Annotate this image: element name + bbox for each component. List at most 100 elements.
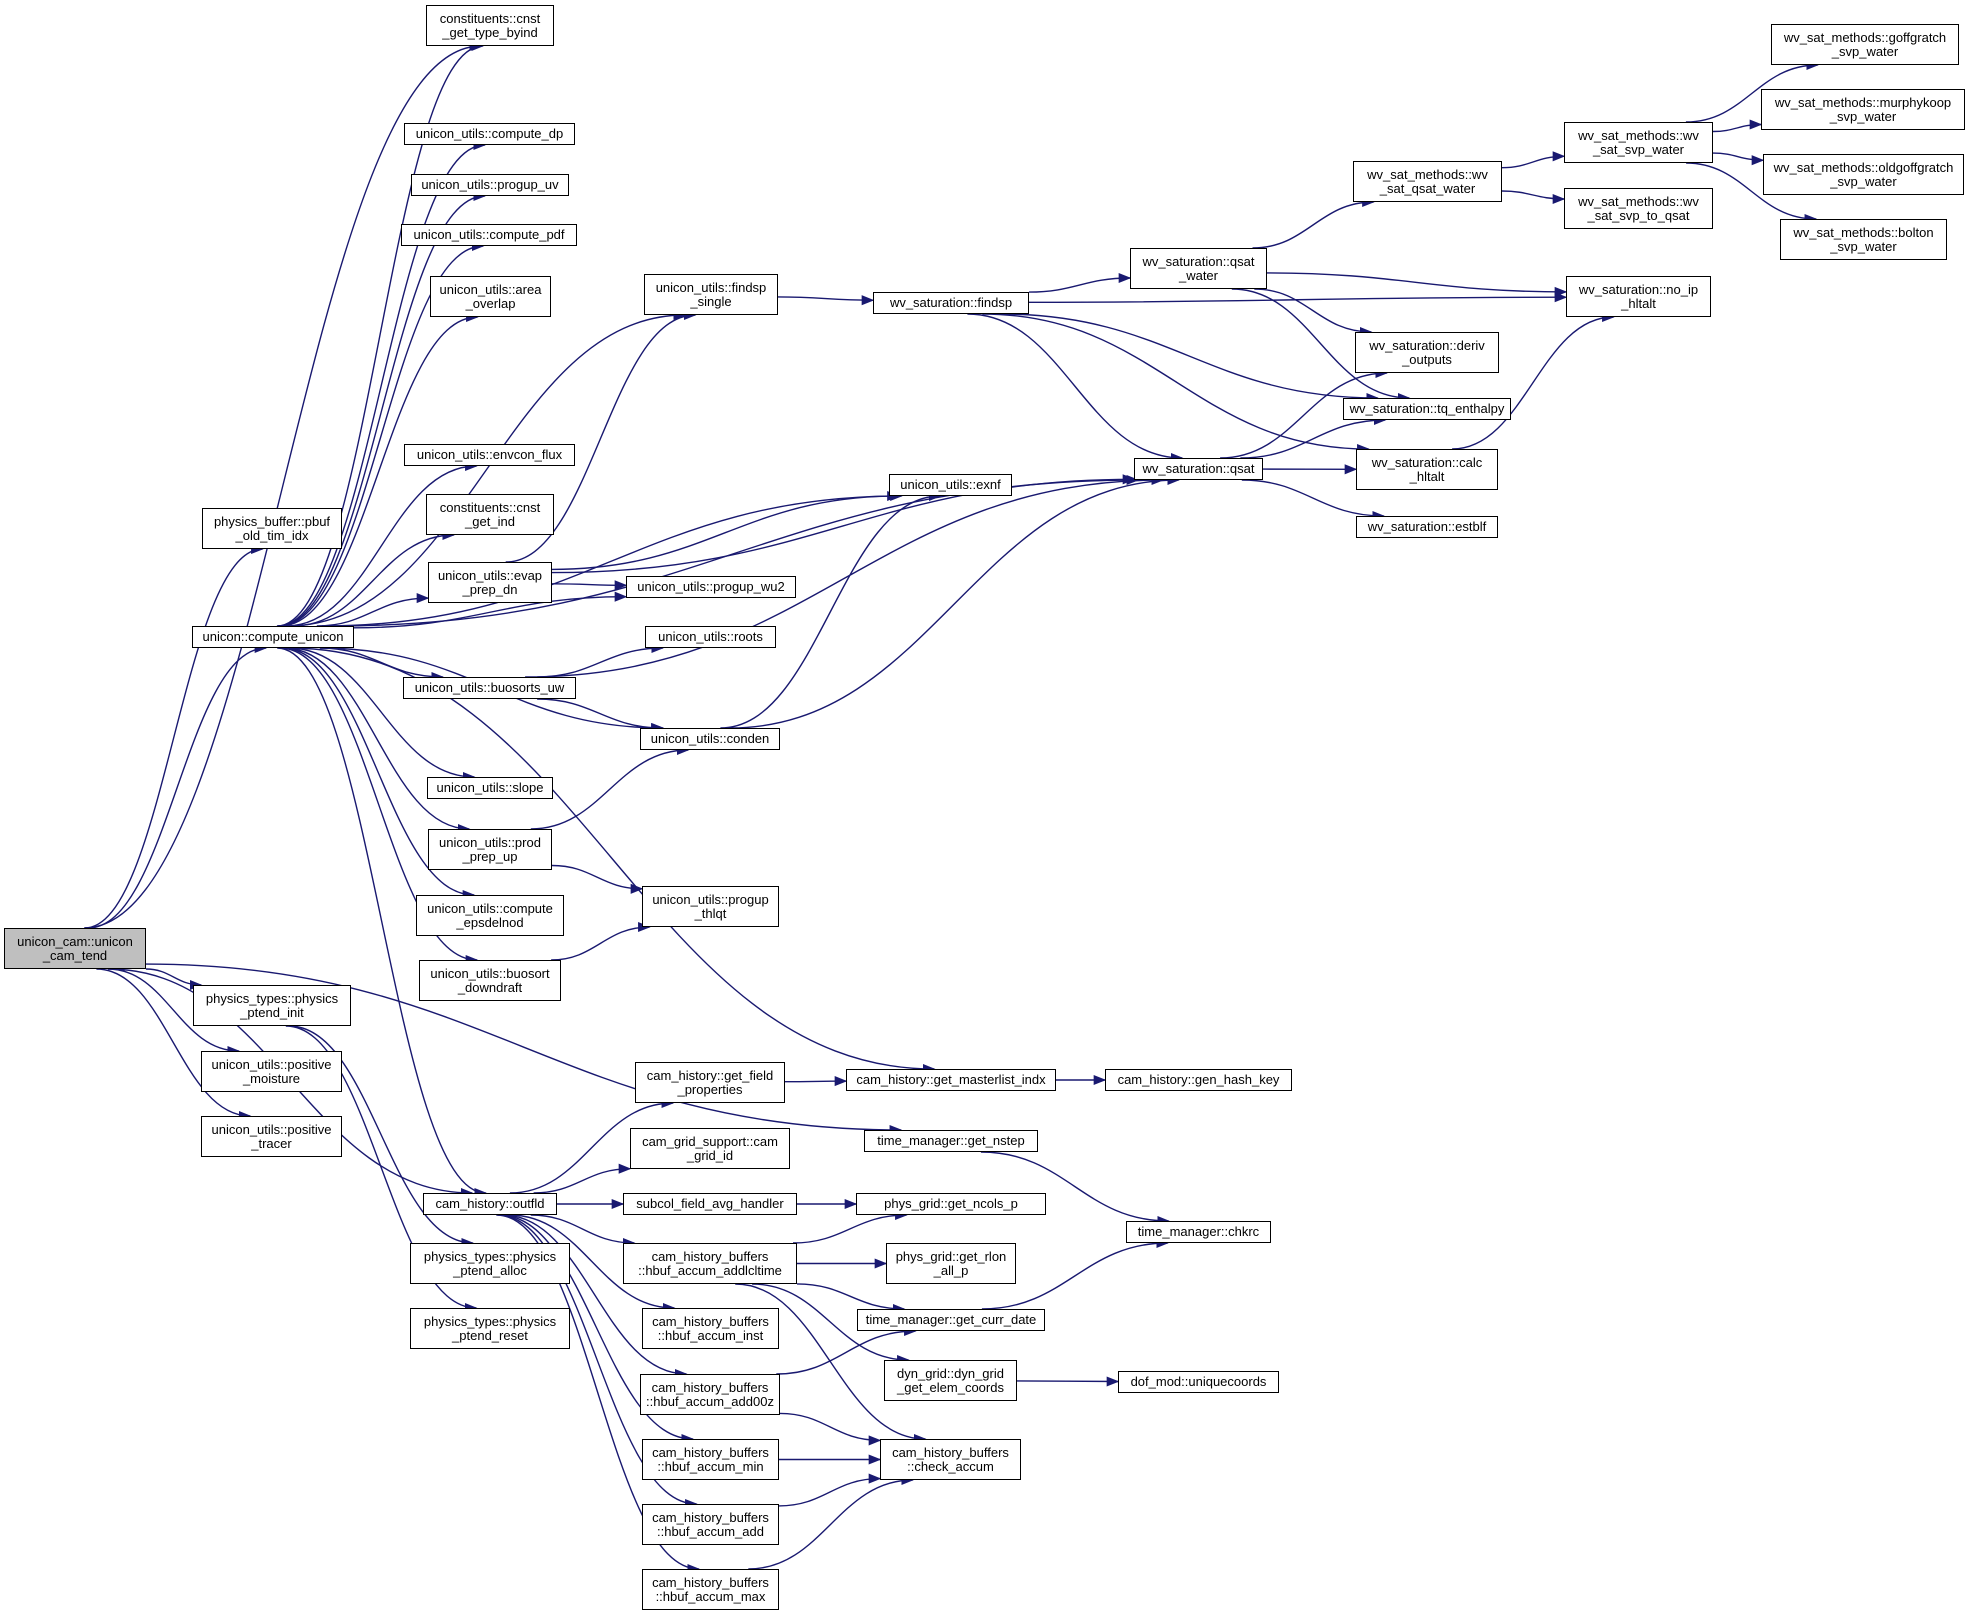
node-cam-grid-id[interactable]: cam_grid_support::cam _grid_id <box>630 1128 790 1169</box>
node-ptend-init[interactable]: physics_types::physics _ptend_init <box>193 985 351 1026</box>
node-get-rlon-all-p[interactable]: phys_grid::get_rlon _all_p <box>886 1243 1016 1284</box>
edge-prod-prep-up-to-conden <box>530 744 690 830</box>
node-buosorts-uw[interactable]: unicon_utils::buosorts_uw <box>403 677 576 699</box>
node-envcon-flux[interactable]: unicon_utils::envcon_flux <box>404 444 575 466</box>
node-ptend-alloc[interactable]: physics_types::physics _ptend_alloc <box>410 1243 570 1284</box>
node-estblf[interactable]: wv_saturation::estblf <box>1356 516 1498 538</box>
node-gen-hash-key[interactable]: cam_history::gen_hash_key <box>1105 1069 1292 1091</box>
node-check-accum[interactable]: cam_history_buffers ::check_accum <box>880 1439 1021 1480</box>
node-no-ip-hltalt[interactable]: wv_saturation::no_ip _hltalt <box>1566 276 1711 317</box>
edge-hbuf-accum-add-to-check-accum <box>778 1473 882 1507</box>
edge-compute-unicon-to-compute-pdf <box>278 241 485 627</box>
edge-compute-unicon-to-slope <box>288 647 476 783</box>
node-qsat[interactable]: wv_saturation::qsat <box>1134 458 1263 480</box>
node-area-overlap[interactable]: unicon_utils::area _overlap <box>430 276 551 317</box>
node-hbuf-accum-min[interactable]: cam_history_buffers ::hbuf_accum_min <box>642 1439 779 1480</box>
edge-wv-sat-svp-water-to-goffgratch <box>1685 59 1819 123</box>
node-hbuf-accum-add[interactable]: cam_history_buffers ::hbuf_accum_add <box>642 1504 779 1545</box>
edge-outfld-to-hbuf-accum-min <box>499 1214 695 1445</box>
node-wv-sat-svp-water[interactable]: wv_sat_methods::wv _sat_svp_water <box>1564 122 1713 163</box>
edge-qsat-water-to-deriv-outputs <box>1254 288 1373 338</box>
node-compute-epsdelnod[interactable]: unicon_utils::compute _epsdelnod <box>416 895 564 936</box>
node-oldgoffgratch[interactable]: wv_sat_methods::oldgoffgratch _svp_water <box>1763 154 1964 195</box>
edge-findsp-to-no-ip-hltalt <box>1028 292 1568 303</box>
node-compute-pdf[interactable]: unicon_utils::compute_pdf <box>401 224 577 246</box>
node-get-field-properties[interactable]: cam_history::get_field _properties <box>635 1062 785 1103</box>
node-outfld[interactable]: cam_history::outfld <box>423 1193 557 1215</box>
node-cnst-get-type-byind[interactable]: constituents::cnst _get_type_byind <box>426 5 554 46</box>
edge-compute-unicon-to-get-masterlist-indx <box>289 647 936 1075</box>
edge-qsat-to-deriv-outputs <box>1220 367 1389 459</box>
node-bolton[interactable]: wv_sat_methods::bolton _svp_water <box>1780 219 1947 260</box>
node-exnf[interactable]: unicon_utils::exnf <box>889 474 1012 496</box>
edge-wv-sat-qsat-water-to-wv-sat-svp-water <box>1501 151 1566 169</box>
node-roots[interactable]: unicon_utils::roots <box>645 626 776 648</box>
edge-conden-to-qsat <box>729 474 1180 729</box>
edge-calc-hltalt-to-no-ip-hltalt <box>1452 311 1615 450</box>
node-cnst-get-ind[interactable]: constituents::cnst _get_ind <box>426 494 554 535</box>
node-hbuf-accum-addlcltime[interactable]: cam_history_buffers ::hbuf_accum_addlclt… <box>623 1243 797 1284</box>
edge-compute-unicon-to-buosort-downdraft <box>279 647 479 966</box>
edge-buosorts-uw-to-conden <box>537 698 664 734</box>
edge-compute-unicon-to-compute-dp <box>277 140 487 627</box>
node-chkrc[interactable]: time_manager::chkrc <box>1126 1221 1271 1243</box>
edge-hbuf-accum-addlcltime-to-get-curr-date <box>796 1283 906 1315</box>
edge-cam-tend-to-ptend-init <box>145 968 203 991</box>
node-buosort-downdraft[interactable]: unicon_utils::buosort _downdraft <box>419 960 561 1001</box>
edge-compute-unicon-to-outfld <box>277 647 488 1198</box>
edge-compute-unicon-to-compute-epsdelnod <box>281 647 476 901</box>
node-ptend-reset[interactable]: physics_types::physics _ptend_reset <box>410 1308 570 1349</box>
node-findsp[interactable]: wv_saturation::findsp <box>873 292 1029 314</box>
node-conden[interactable]: unicon_utils::conden <box>640 728 780 750</box>
node-dyn-grid-get-elem-coords[interactable]: dyn_grid::dyn_grid _get_elem_coords <box>884 1360 1017 1401</box>
node-hbuf-accum-max[interactable]: cam_history_buffers ::hbuf_accum_max <box>642 1569 779 1610</box>
node-wv-sat-svp-to-qsat[interactable]: wv_sat_methods::wv _sat_svp_to_qsat <box>1564 188 1713 229</box>
edge-compute-unicon-to-findsp-single <box>287 309 687 627</box>
edge-findsp-single-to-findsp <box>777 295 875 306</box>
edge-compute-unicon-to-area-overlap <box>279 311 479 627</box>
edge-hbuf-accum-max-to-check-accum <box>748 1474 914 1570</box>
node-progup-thlqt[interactable]: unicon_utils::progup _thlqt <box>642 886 779 927</box>
edge-evap-prep-dn-to-qsat <box>551 474 1136 574</box>
node-get-curr-date[interactable]: time_manager::get_curr_date <box>857 1309 1045 1331</box>
node-goffgratch[interactable]: wv_sat_methods::goffgratch _svp_water <box>1771 24 1959 65</box>
node-cam-tend: unicon_cam::unicon _cam_tend <box>4 928 146 969</box>
node-compute-dp[interactable]: unicon_utils::compute_dp <box>404 123 575 145</box>
node-positive-moisture[interactable]: unicon_utils::positive _moisture <box>201 1051 342 1092</box>
edge-qsat-to-estblf <box>1241 479 1385 522</box>
edge-hbuf-accum-add00z-to-get-curr-date <box>776 1325 917 1375</box>
node-wv-sat-qsat-water[interactable]: wv_sat_methods::wv _sat_qsat_water <box>1353 161 1502 202</box>
node-deriv-outputs[interactable]: wv_saturation::deriv _outputs <box>1355 332 1499 373</box>
node-findsp-single[interactable]: unicon_utils::findsp _single <box>644 274 778 315</box>
edge-cam-tend-to-cnst-get-type-byind <box>84 41 483 929</box>
node-prod-prep-up[interactable]: unicon_utils::prod _prep_up <box>428 829 552 870</box>
node-progup-wu2[interactable]: unicon_utils::progup_wu2 <box>626 576 796 598</box>
node-compute-unicon[interactable]: unicon::compute_unicon <box>192 626 354 648</box>
edge-evap-prep-dn-to-findsp-single <box>505 309 697 563</box>
node-hbuf-accum-add00z[interactable]: cam_history_buffers ::hbuf_accum_add00z <box>640 1374 780 1415</box>
node-get-masterlist-indx[interactable]: cam_history::get_masterlist_indx <box>846 1069 1056 1091</box>
node-subcol-field-avg-handler[interactable]: subcol_field_avg_handler <box>623 1193 797 1215</box>
node-tq-enthalpy[interactable]: wv_saturation::tq_enthalpy <box>1343 398 1511 420</box>
node-pbuf-old[interactable]: physics_buffer::pbuf _old_tim_idx <box>202 508 342 549</box>
edge-outfld-to-cam-grid-id <box>533 1163 632 1194</box>
edge-findsp-to-qsat <box>967 313 1184 464</box>
node-get-nstep[interactable]: time_manager::get_nstep <box>864 1130 1038 1152</box>
edge-wv-sat-svp-water-to-bolton <box>1686 162 1818 225</box>
node-progup-uv[interactable]: unicon_utils::progup_uv <box>411 174 569 196</box>
node-hbuf-accum-inst[interactable]: cam_history_buffers ::hbuf_accum_inst <box>642 1308 779 1349</box>
edge-cam-tend-to-get-nstep <box>145 963 903 1136</box>
node-calc-hltalt[interactable]: wv_saturation::calc _hltalt <box>1356 449 1498 490</box>
node-slope[interactable]: unicon_utils::slope <box>427 777 553 799</box>
node-evap-prep-dn[interactable]: unicon_utils::evap _prep_dn <box>428 562 552 603</box>
node-murphykoop[interactable]: wv_sat_methods::murphykoop _svp_water <box>1761 89 1965 130</box>
edge-compute-unicon-to-envcon-flux <box>286 460 478 627</box>
node-get-ncols-p[interactable]: phys_grid::get_ncols_p <box>856 1193 1046 1215</box>
edge-hbuf-accum-add00z-to-check-accum <box>779 1412 882 1446</box>
node-positive-tracer[interactable]: unicon_utils::positive _tracer <box>201 1116 342 1157</box>
edge-get-field-properties-to-get-masterlist-indx <box>784 1076 848 1087</box>
edge-compute-unicon-to-exnf <box>321 490 903 627</box>
node-qsat-water[interactable]: wv_saturation::qsat _water <box>1130 248 1267 289</box>
node-uniquecoords[interactable]: dof_mod::uniquecoords <box>1118 1371 1279 1393</box>
edge-cam-tend-to-positive-moisture <box>107 968 241 1057</box>
